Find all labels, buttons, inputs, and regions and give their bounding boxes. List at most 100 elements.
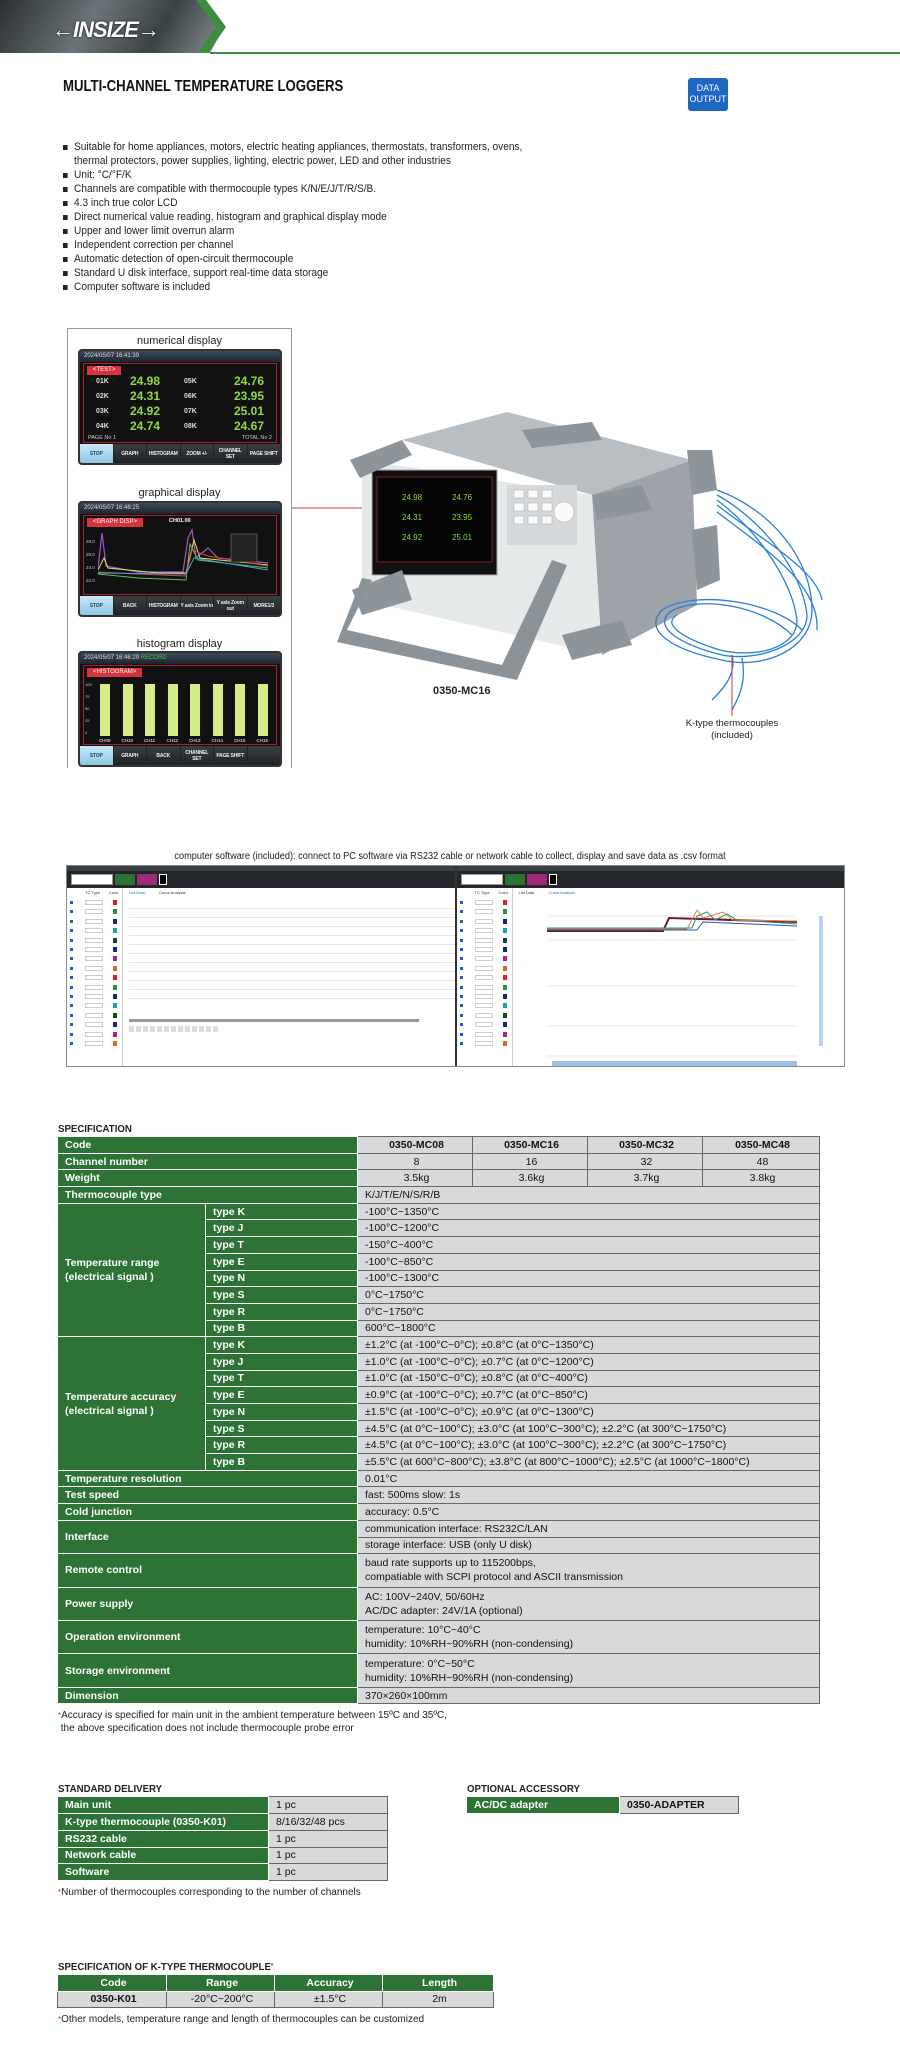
histogram-softkey[interactable]: HISTOGRAM xyxy=(147,596,180,615)
channel-checkbox[interactable] xyxy=(70,948,73,951)
product-model-label: 0350-MC16 xyxy=(433,685,491,697)
channel-checkbox[interactable] xyxy=(70,938,73,942)
horizontal-scrollbar[interactable] xyxy=(129,1019,419,1022)
channel-checkbox[interactable] xyxy=(459,938,463,942)
zoom-softkey[interactable]: ZOOM +/- xyxy=(180,444,213,463)
graph-softkey[interactable]: GRAPH xyxy=(113,746,146,765)
tc-type-select[interactable] xyxy=(85,918,103,924)
tc-type-select[interactable] xyxy=(85,909,103,915)
channel-checkbox[interactable] xyxy=(70,901,73,904)
pagination[interactable] xyxy=(129,1026,219,1032)
stop-softkey[interactable]: STOP xyxy=(80,444,113,463)
channel-checkbox[interactable] xyxy=(459,976,463,980)
delivery-item-qty: 1 pc xyxy=(268,1796,388,1815)
tc-type-select[interactable] xyxy=(85,994,103,999)
tc-type-select[interactable] xyxy=(474,1031,493,1037)
tc-type-select[interactable] xyxy=(474,984,493,990)
channel-checkbox[interactable] xyxy=(70,1023,73,1027)
group-label-line-1: Temperature accuracy xyxy=(65,1390,177,1403)
channel-checkbox[interactable] xyxy=(459,995,463,998)
channel-checkbox[interactable] xyxy=(70,957,73,961)
channel-checkbox[interactable] xyxy=(70,985,73,989)
tc-type-select[interactable] xyxy=(85,975,103,981)
tc-type-select[interactable] xyxy=(474,937,493,943)
tc-type-select[interactable] xyxy=(85,965,103,971)
channel-checkbox[interactable] xyxy=(459,1042,463,1045)
channel-checkbox[interactable] xyxy=(70,966,73,970)
channel-checkbox[interactable] xyxy=(459,966,463,970)
channel-checkbox[interactable] xyxy=(459,948,463,951)
delivery-item-qty: 8/16/32/48 pcs xyxy=(268,1813,388,1831)
tc-type-select[interactable] xyxy=(85,900,103,905)
page-shift-softkey[interactable]: PAGE SHIFT xyxy=(214,746,247,765)
row-label: Operation environment xyxy=(57,1619,358,1655)
histogram-softkey[interactable]: HISTOGRAM xyxy=(147,444,180,463)
tc-type-select[interactable] xyxy=(85,1022,103,1028)
tc-type-select[interactable] xyxy=(85,947,103,952)
tc-type-select[interactable] xyxy=(474,994,493,999)
tc-type-select[interactable] xyxy=(474,965,493,971)
y-zoom-out-softkey[interactable]: Y axis Zoom out xyxy=(214,596,247,615)
graph-softkey[interactable]: GRAPH xyxy=(113,444,146,463)
spec-row: type S±4.5°C (at 0°C~100°C); ±3.0°C (at … xyxy=(58,1419,820,1438)
channel-checkbox[interactable] xyxy=(70,1042,73,1045)
spec-row: type J±1.0°C (at -100°C~0°C); ±0.7°C (at… xyxy=(58,1352,820,1371)
channel-set-softkey[interactable]: CHANNEL SET xyxy=(180,746,213,765)
screen-tag: <HISTOGRAM> xyxy=(87,668,143,677)
channel-checkbox[interactable] xyxy=(70,976,73,980)
empty-softkey[interactable] xyxy=(247,746,280,765)
channel-checkbox[interactable] xyxy=(459,1032,463,1036)
tc-type-select[interactable] xyxy=(85,928,103,934)
channel-checkbox[interactable] xyxy=(459,1013,463,1017)
channel-checkbox[interactable] xyxy=(459,957,463,961)
tab-curve-analysis[interactable]: Curve Analysis xyxy=(159,890,186,895)
channel-set-softkey[interactable]: CHANNEL SET xyxy=(214,444,247,463)
channel-checkbox[interactable] xyxy=(70,929,73,933)
tc-type-select[interactable] xyxy=(474,909,493,915)
tc-type-select[interactable] xyxy=(85,956,103,962)
more-softkey[interactable]: MORE1/3 xyxy=(247,596,280,615)
row-label: Interface xyxy=(57,1519,358,1555)
channel-checkbox[interactable] xyxy=(459,910,463,914)
tc-type-select[interactable] xyxy=(85,1041,103,1046)
tc-type-select[interactable] xyxy=(474,975,493,981)
tc-type-select[interactable] xyxy=(85,1012,103,1018)
channel-checkbox[interactable] xyxy=(70,995,73,998)
channel-checkbox[interactable] xyxy=(459,1004,463,1008)
channel-checkbox[interactable] xyxy=(459,901,463,904)
page-shift-softkey[interactable]: PAGE SHIFT xyxy=(247,444,280,463)
tc-type-select[interactable] xyxy=(474,956,493,962)
tc-type-select[interactable] xyxy=(474,918,493,924)
tab-list-data[interactable]: List Data xyxy=(129,890,145,895)
stop-softkey[interactable]: STOP xyxy=(80,746,113,765)
tc-type-select[interactable] xyxy=(85,1003,103,1009)
channel-checkbox[interactable] xyxy=(459,929,463,933)
tc-type-select[interactable] xyxy=(474,947,493,952)
channel-checkbox[interactable] xyxy=(70,1032,73,1036)
tc-type-select[interactable] xyxy=(85,1031,103,1037)
channel-color-swatch xyxy=(113,900,117,905)
tab-list-data[interactable]: List Data xyxy=(518,890,535,895)
channel-checkbox[interactable] xyxy=(70,919,73,923)
channel-checkbox[interactable] xyxy=(459,985,463,989)
tc-type-select[interactable] xyxy=(474,900,493,905)
back-softkey[interactable]: BACK xyxy=(113,596,146,615)
row-label: Remote control xyxy=(57,1553,358,1588)
tc-type-select[interactable] xyxy=(474,1012,493,1018)
y-zoom-in-softkey[interactable]: Y axis Zoom in xyxy=(180,596,213,615)
channel-checkbox[interactable] xyxy=(70,910,73,914)
channel-checkbox[interactable] xyxy=(70,1004,73,1008)
tc-type-select[interactable] xyxy=(474,1003,493,1009)
tc-type-select[interactable] xyxy=(474,1041,493,1046)
back-softkey[interactable]: BACK xyxy=(147,746,180,765)
channel-checkbox[interactable] xyxy=(70,1013,73,1017)
channel-checkbox[interactable] xyxy=(459,919,463,923)
stop-softkey[interactable]: STOP xyxy=(80,596,113,615)
channel-checkbox[interactable] xyxy=(459,1023,463,1027)
tab-curve-analysis[interactable]: Curve Analysis xyxy=(548,890,575,895)
tc-type-select[interactable] xyxy=(85,937,103,943)
delivery-item-qty: 1 pc xyxy=(268,1829,388,1848)
tc-type-select[interactable] xyxy=(474,1022,493,1028)
tc-type-select[interactable] xyxy=(474,928,493,934)
tc-type-select[interactable] xyxy=(85,984,103,990)
